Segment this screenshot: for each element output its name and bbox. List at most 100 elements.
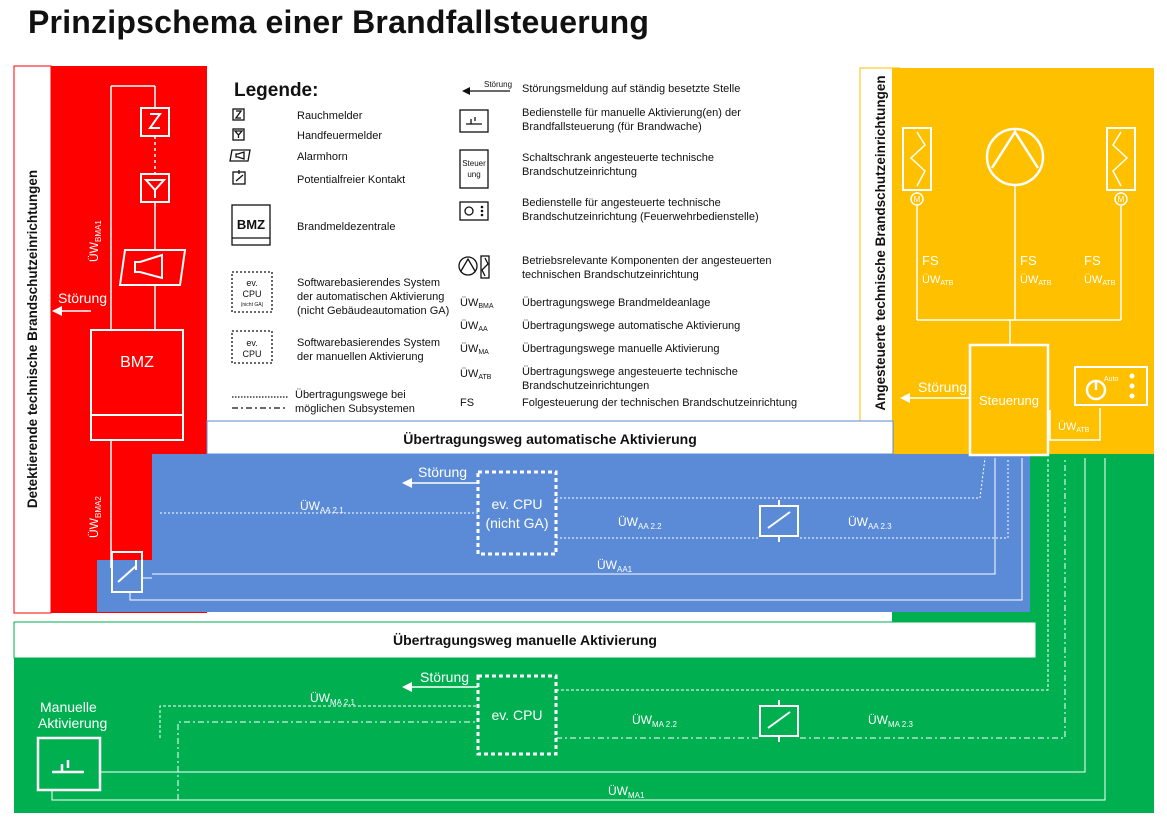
legend-uw-aa: Übertragungswege automatische Aktivierun… xyxy=(522,320,740,332)
uw-ma21-label: ÜWMA 2.1 xyxy=(310,691,355,707)
right-panel-label: Angesteuerte technische Brandschutzeinri… xyxy=(873,75,888,410)
cpu-auto-label-2: (nicht GA) xyxy=(485,515,548,531)
aa-top-sub-line xyxy=(556,457,986,499)
uw-ma1-label: ÜWMA1 xyxy=(608,784,645,800)
legend-cpu-box-1: ev. xyxy=(246,278,257,288)
steuerung-label: Steuerung xyxy=(979,393,1039,408)
legend-schalt-1: Schaltschrank angesteuerte technische xyxy=(522,152,714,164)
legend-cpu-auto-2: der automatischen Aktivierung xyxy=(297,291,444,303)
legend-alarm-horn-icon xyxy=(229,149,251,162)
legend-fs-key: FS xyxy=(460,397,474,409)
manual-call-point-icon xyxy=(140,173,170,203)
cpu-manual-stoerung-label: Störung xyxy=(420,669,469,685)
atb-mid-label: ÜWATB xyxy=(1020,274,1052,287)
blue-auto-panel-step xyxy=(97,560,157,612)
legend-contact-glyph xyxy=(235,170,244,182)
atb-panel-label: ÜWATB xyxy=(1058,421,1090,434)
ma23-line xyxy=(800,458,1066,739)
manual-activation-label-2: Aktivierung xyxy=(38,715,107,731)
legend-alarm-horn-glyph xyxy=(235,151,245,160)
legend-bed-icon xyxy=(459,109,489,133)
legend-uw-ma: Übertragungswege manuelle Aktivierung xyxy=(522,343,720,355)
legend-betr-2: technischen Brandschutzeinrichtung xyxy=(522,269,699,281)
atb-right-label: ÜWATB xyxy=(1084,274,1116,287)
legend-smoke-detector-icon xyxy=(232,108,245,121)
legend-bedfw-2: Brandschutzeinrichtung (Feuerwehrbediens… xyxy=(522,211,759,223)
legend-uw-atb-1: Übertragungswege angesteuerte technische xyxy=(522,366,738,378)
legend-cpu-man-box-1: ev. xyxy=(246,338,257,348)
fire-brigade-panel-icon: Auto xyxy=(1074,366,1148,406)
bmz-label: BMZ xyxy=(120,354,154,371)
fs-left-label: FS xyxy=(922,253,939,268)
legend-damper-glyph xyxy=(481,257,489,277)
uw-aa22-label: ÜWAA 2.2 xyxy=(618,515,662,531)
legend-alarmhorn: Alarmhorn xyxy=(297,151,348,163)
ma1-line xyxy=(100,458,1086,773)
legend-bed-glyph xyxy=(466,117,482,125)
legend-rauchmelder: Rauchmelder xyxy=(297,110,363,122)
damper-right-icon: M xyxy=(1106,127,1136,206)
legend-call-point-icon xyxy=(232,128,245,141)
uw-aa1-label: ÜWAA1 xyxy=(597,558,633,574)
legend-cpu-man-2: der manuellen Aktivierung xyxy=(297,351,424,363)
auto-header-bar xyxy=(206,420,894,455)
legend-call-point-glyph xyxy=(233,130,244,138)
legend-cpu-auto-1: Softwarebasierendes System xyxy=(297,277,440,289)
legend-steuer-box-1: Steuer xyxy=(462,159,486,168)
legend-bmz: Brandmeldezentrale xyxy=(297,221,395,233)
legend-damper-icon xyxy=(480,255,490,279)
steuerung-stoerung-arrow xyxy=(900,393,910,403)
manual-activation-switch-icon xyxy=(36,736,102,792)
legend-bedfw-dot-2 xyxy=(480,209,484,213)
ma-top-sub-line xyxy=(556,458,1049,691)
legend-bedfw-icon xyxy=(459,201,489,221)
legend-schalt-2: Brandschutzeinrichtung xyxy=(522,166,637,178)
manual-header-bar xyxy=(13,621,1037,659)
manual-activation-label-1: Manuelle xyxy=(40,699,97,715)
legend-uw-bma-key: ÜWBMA xyxy=(460,297,494,310)
legend-kontakt: Potentialfreier Kontakt xyxy=(297,174,405,186)
auto-contact-icon xyxy=(111,551,143,593)
legend-bedfw-dot-1 xyxy=(480,205,484,209)
left-label-strip xyxy=(13,65,52,614)
legend-fan-glyph xyxy=(460,257,476,272)
atb-left-label: ÜWATB xyxy=(922,274,954,287)
legend-heading: Legende: xyxy=(234,80,318,101)
uw-bma2-label: ÜWBMA2 xyxy=(87,496,103,538)
legend-stoerung-arrow-label: Störung xyxy=(484,80,512,89)
legend-uw-atb-key: ÜWATB xyxy=(460,368,492,381)
svg-text:M: M xyxy=(914,195,921,204)
legend-stoerung: Störungsmeldung auf ständig besetzte Ste… xyxy=(522,83,740,95)
steuerung-stoerung-label: Störung xyxy=(918,379,967,395)
steuerung-box xyxy=(968,343,1050,457)
legend-smoke-detector-glyph xyxy=(234,110,243,119)
smoke-detector-icon xyxy=(140,107,170,137)
blue-auto-panel xyxy=(152,454,1030,612)
legend-bedfw-dot-3 xyxy=(480,213,484,217)
legend-cpu-box-2: CPU xyxy=(242,289,261,299)
uw-aa23-label: ÜWAA 2.3 xyxy=(848,515,892,531)
yellow-control-panel xyxy=(892,68,1154,454)
manual-relay-icon xyxy=(759,700,799,742)
cpu-auto-stoerung-label: Störung xyxy=(418,464,467,480)
cpu-manual-label: ev. CPU xyxy=(491,707,542,723)
legend-betr-1: Betriebsrelevante Komponenten der angest… xyxy=(522,255,772,267)
cpu-manual-stoerung-arrow xyxy=(402,682,412,692)
page-title: Prinzipschema einer Brandfallsteuerung xyxy=(28,4,650,40)
legend-steuer-box xyxy=(459,149,489,189)
legend-fs: Folgesteuerung der technischen Brandschu… xyxy=(522,397,797,409)
legend-bmz-box-label: BMZ xyxy=(237,217,265,232)
legend-bed-2: Brandfallsteuerung (für Brandwache) xyxy=(522,121,702,133)
legend-bedfw-knob xyxy=(464,206,474,216)
legend-bmz-box xyxy=(231,204,271,246)
legend-cpu-man-1: Softwarebasierendes System xyxy=(297,337,440,349)
legend-bed-1: Bedienstelle für manuelle Aktivierung(en… xyxy=(522,107,741,119)
bmz-stoerung-label: Störung xyxy=(58,290,107,306)
legend-cpu-man-box-2: CPU xyxy=(242,349,261,359)
legend-steuer-box-2: ung xyxy=(467,170,480,179)
damper-left-icon: M xyxy=(902,127,932,206)
fan-pump-icon xyxy=(985,127,1045,187)
fs-right-label: FS xyxy=(1084,253,1101,268)
uw-bma1-label: ÜWBMA1 xyxy=(87,220,103,262)
legend-sub-1: Übertragungswege bei xyxy=(295,389,406,401)
